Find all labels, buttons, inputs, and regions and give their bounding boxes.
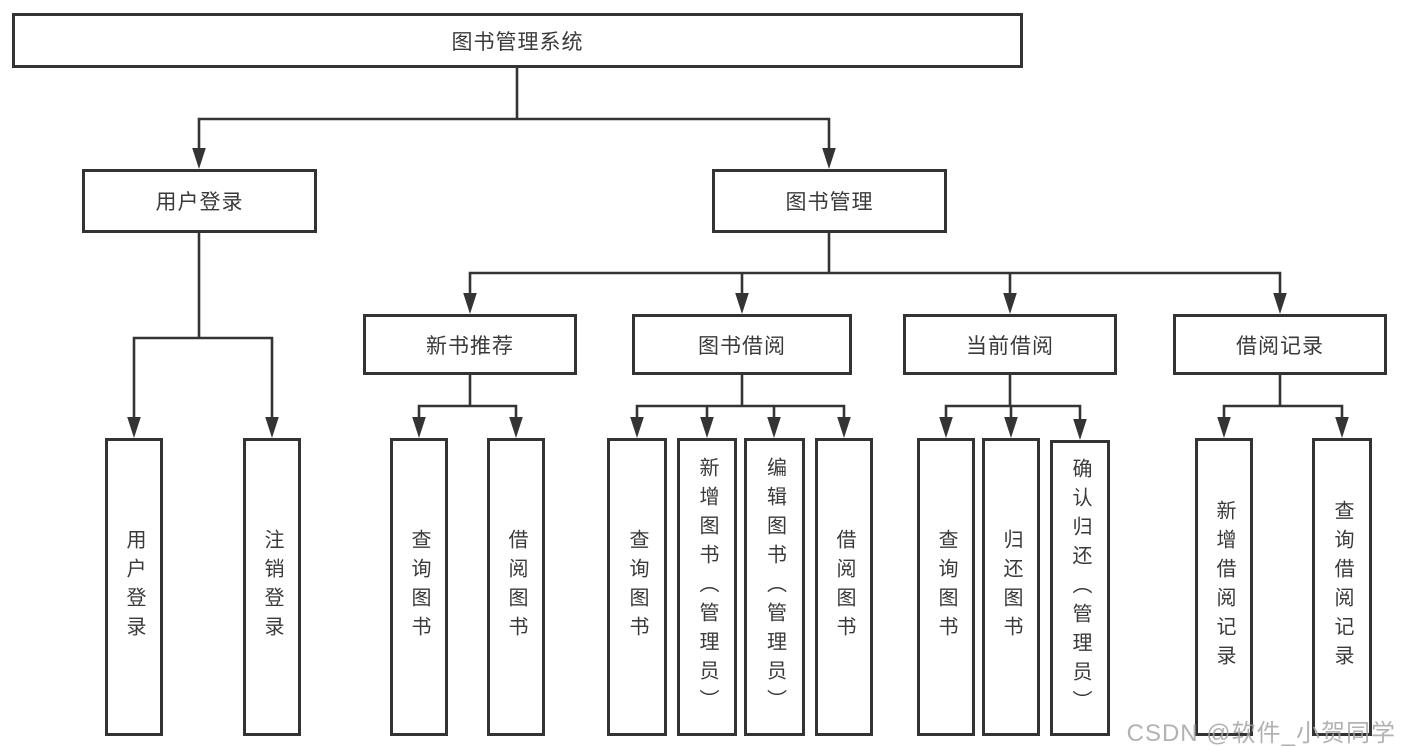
leaf-label: 注销登录: [261, 529, 283, 645]
leaf-add-borrow-record: 新增借阅记录: [1195, 438, 1253, 736]
leaf-label: 归还图书: [1000, 529, 1022, 645]
node-borrow-records: 借阅记录: [1173, 314, 1387, 375]
leaf-label: 借阅图书: [833, 529, 855, 645]
edge-mgmt-rail: [468, 233, 1282, 295]
edge-records-rail: [1222, 374, 1344, 420]
leaf-user-login: 用户登录: [105, 438, 163, 736]
node-book-mgmt: 图书管理: [712, 169, 947, 233]
leaf-logout: 注销登录: [243, 438, 301, 736]
leaf-return-book: 归还图书: [982, 438, 1040, 736]
leaf-add-book-admin: 新增图书（管理员）: [677, 438, 737, 736]
csdn-watermark: CSDN @软件_小贺同学: [1126, 720, 1396, 747]
node-root-system: 图书管理系统: [12, 13, 1023, 68]
leaf-confirm-return-admin: 确认归还（管理员）: [1050, 440, 1110, 736]
edge-rec-rail: [417, 374, 518, 420]
leaf-label: 查询图书: [408, 529, 430, 645]
node-new-book-rec: 新书推荐: [363, 314, 577, 375]
leaf-current-query-book: 查询图书: [917, 438, 975, 736]
leaf-label: 查询图书: [626, 529, 648, 645]
leaf-rec-query-book: 查询图书: [390, 438, 448, 736]
edge-borrow-rail: [635, 374, 846, 420]
edge-current-rail: [944, 374, 1082, 420]
edge-login-rail: [132, 233, 274, 420]
leaf-borrow-query-book: 查询图书: [607, 438, 667, 736]
leaf-label: 用户登录: [123, 529, 145, 645]
leaf-query-borrow-record: 查询借阅记录: [1312, 438, 1372, 736]
arrowheads: [127, 148, 1349, 440]
leaf-label: 查询借阅记录: [1331, 500, 1353, 674]
node-book-borrow: 图书借阅: [632, 314, 852, 375]
node-current-borrow: 当前借阅: [903, 314, 1117, 375]
leaf-edit-book-admin: 编辑图书（管理员）: [744, 438, 805, 736]
leaf-label: 新增图书（管理员）: [696, 456, 718, 718]
leaf-borrow-book: 借阅图书: [815, 438, 873, 736]
leaf-label: 编辑图书（管理员）: [763, 456, 786, 718]
leaf-rec-borrow-book: 借阅图书: [487, 438, 545, 736]
leaf-label: 查询图书: [935, 529, 957, 645]
leaf-label: 借阅图书: [505, 529, 527, 645]
node-user-login: 用户登录: [82, 169, 317, 233]
leaf-label: 新增借阅记录: [1213, 500, 1235, 674]
edge-root-rail: [197, 68, 831, 150]
leaf-label: 确认归还（管理员）: [1069, 457, 1091, 719]
